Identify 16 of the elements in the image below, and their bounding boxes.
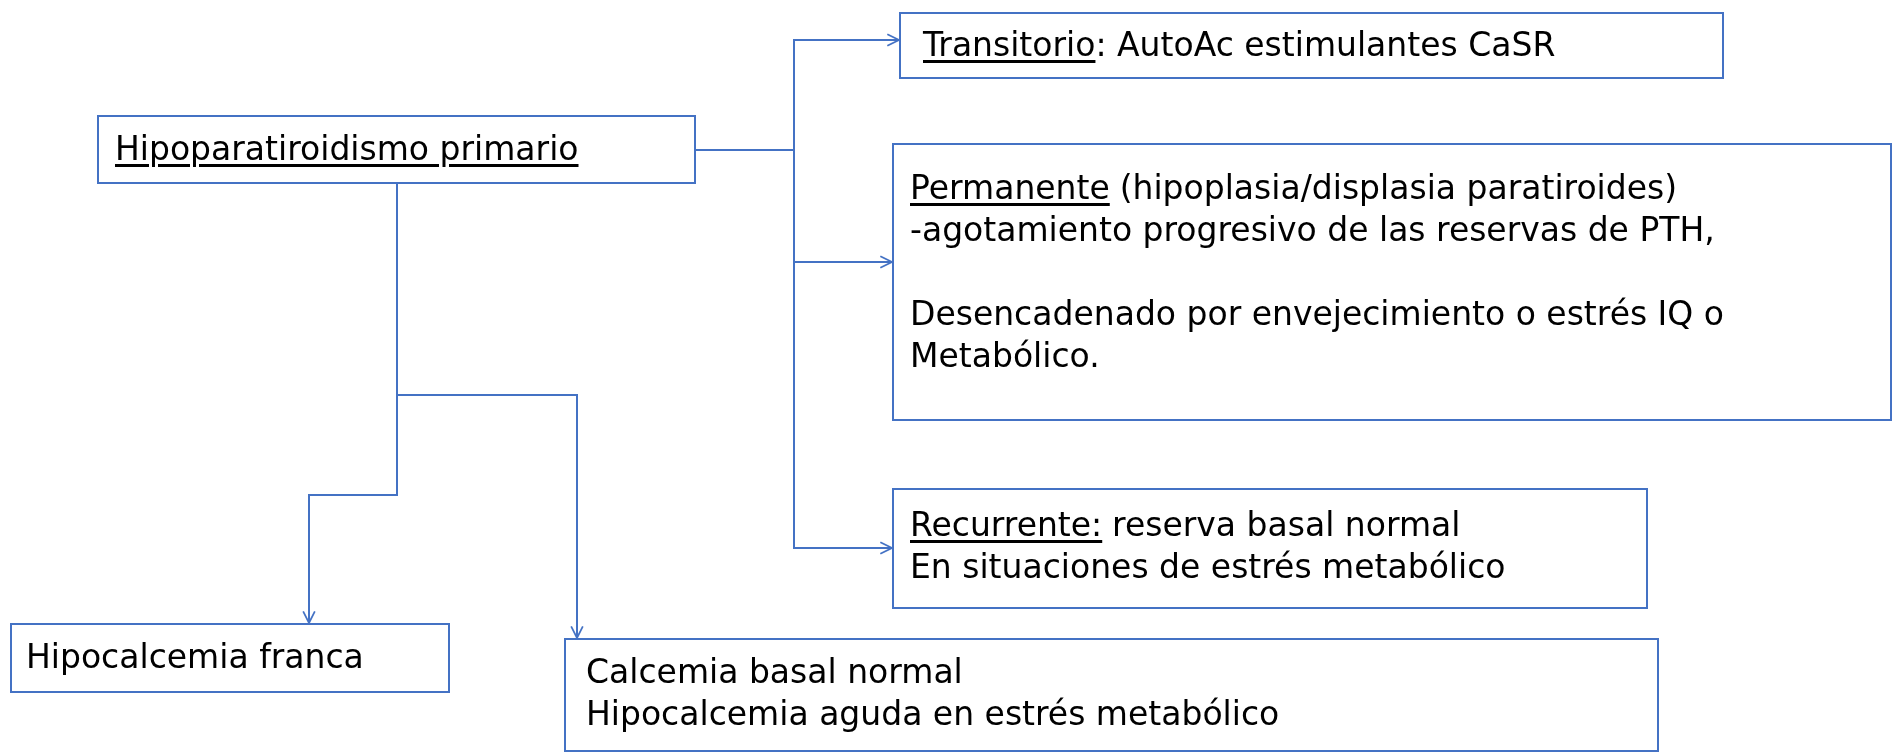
text-box — [899, 12, 1724, 79]
box-text: Hipocalcemia aguda en estrés metabólico — [586, 693, 1281, 735]
text-box — [97, 115, 696, 184]
text-box — [10, 623, 450, 693]
box-text: En situaciones de estrés metabólico — [910, 546, 1507, 588]
box-text: Hipocalcemia franca — [26, 636, 365, 678]
box-text: Calcemia basal normal — [586, 651, 964, 693]
text-box — [564, 638, 1659, 752]
box-text: Transitorio: AutoAc estimulantes CaSR — [923, 24, 1557, 66]
box-text: Desencadenado por envejecimiento o estrés IQ o Metabólico. — [910, 293, 1725, 377]
box-text: Recurrente: reserva basal normal — [910, 504, 1462, 546]
box-text: Hipoparatiroidismo primario — [115, 128, 580, 170]
box-text: -agotamiento progresivo de las reservas de PTH, — [910, 209, 1716, 251]
text-box — [892, 488, 1648, 609]
text-box — [892, 143, 1892, 421]
box-text: Permanente (hipoplasia/displasia paratiroides) — [910, 167, 1679, 209]
